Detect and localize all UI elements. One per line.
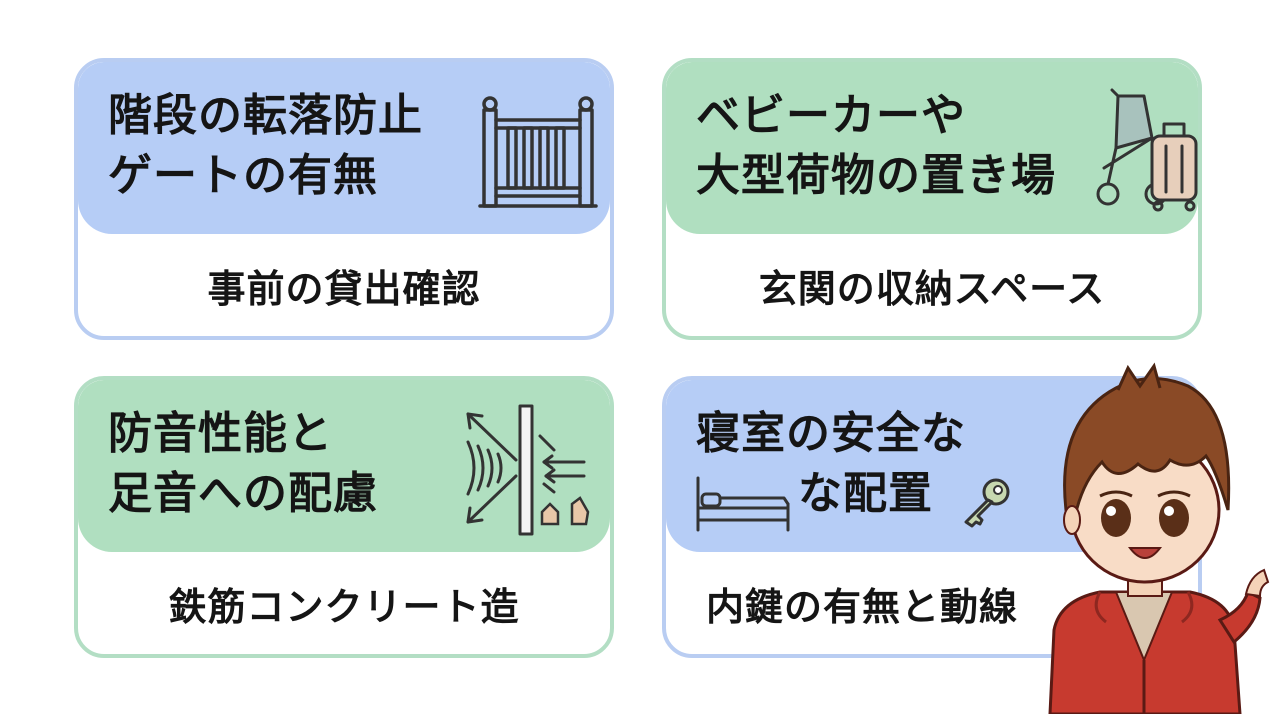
card-title-line1: 階段の転落防止	[108, 90, 423, 141]
key-icon	[964, 478, 1010, 528]
card-subtitle: 玄関の収納スペース	[758, 266, 1106, 311]
card-title: 階段の転落防止 ゲートの有無	[108, 86, 423, 206]
card-title: 防音性能と 足音への配慮	[108, 404, 378, 524]
card-title-line1: 寝室の安全な	[696, 408, 966, 459]
card-soundproofing: 防音性能と 足音への配慮 鉄筋コンクリート造	[74, 376, 614, 658]
card-title-line1: 防音性能と	[108, 408, 333, 459]
card-title-line2: 大型荷物の置き場	[696, 150, 1056, 201]
card-title-line2: ゲートの有無	[108, 150, 378, 201]
soundproof-wall-icon	[466, 404, 590, 536]
card-stroller-storage: ベビーカーや 大型荷物の置き場 玄関の収納スペース	[662, 58, 1202, 340]
bed-icon	[696, 476, 790, 532]
card-subtitle: 内鍵の有無と動線	[706, 584, 1019, 629]
pointing-boy-character	[1048, 362, 1270, 714]
card-subtitle: 鉄筋コンクリート造	[168, 584, 520, 629]
card-title-line2: な配置	[798, 468, 933, 519]
baby-gate-icon	[478, 96, 598, 208]
stroller-suitcase-icon	[1096, 88, 1198, 212]
card-title-line2: 足音への配慮	[108, 468, 378, 519]
card-title: ベビーカーや 大型荷物の置き場	[696, 86, 1056, 206]
card-title-line1: ベビーカーや	[696, 90, 966, 141]
card-stair-gate: 階段の転落防止 ゲートの有無 事前の貸出確認	[74, 58, 614, 340]
card-subtitle: 事前の貸出確認	[207, 266, 481, 311]
card-title: 寝室の安全な な配置	[696, 404, 966, 524]
